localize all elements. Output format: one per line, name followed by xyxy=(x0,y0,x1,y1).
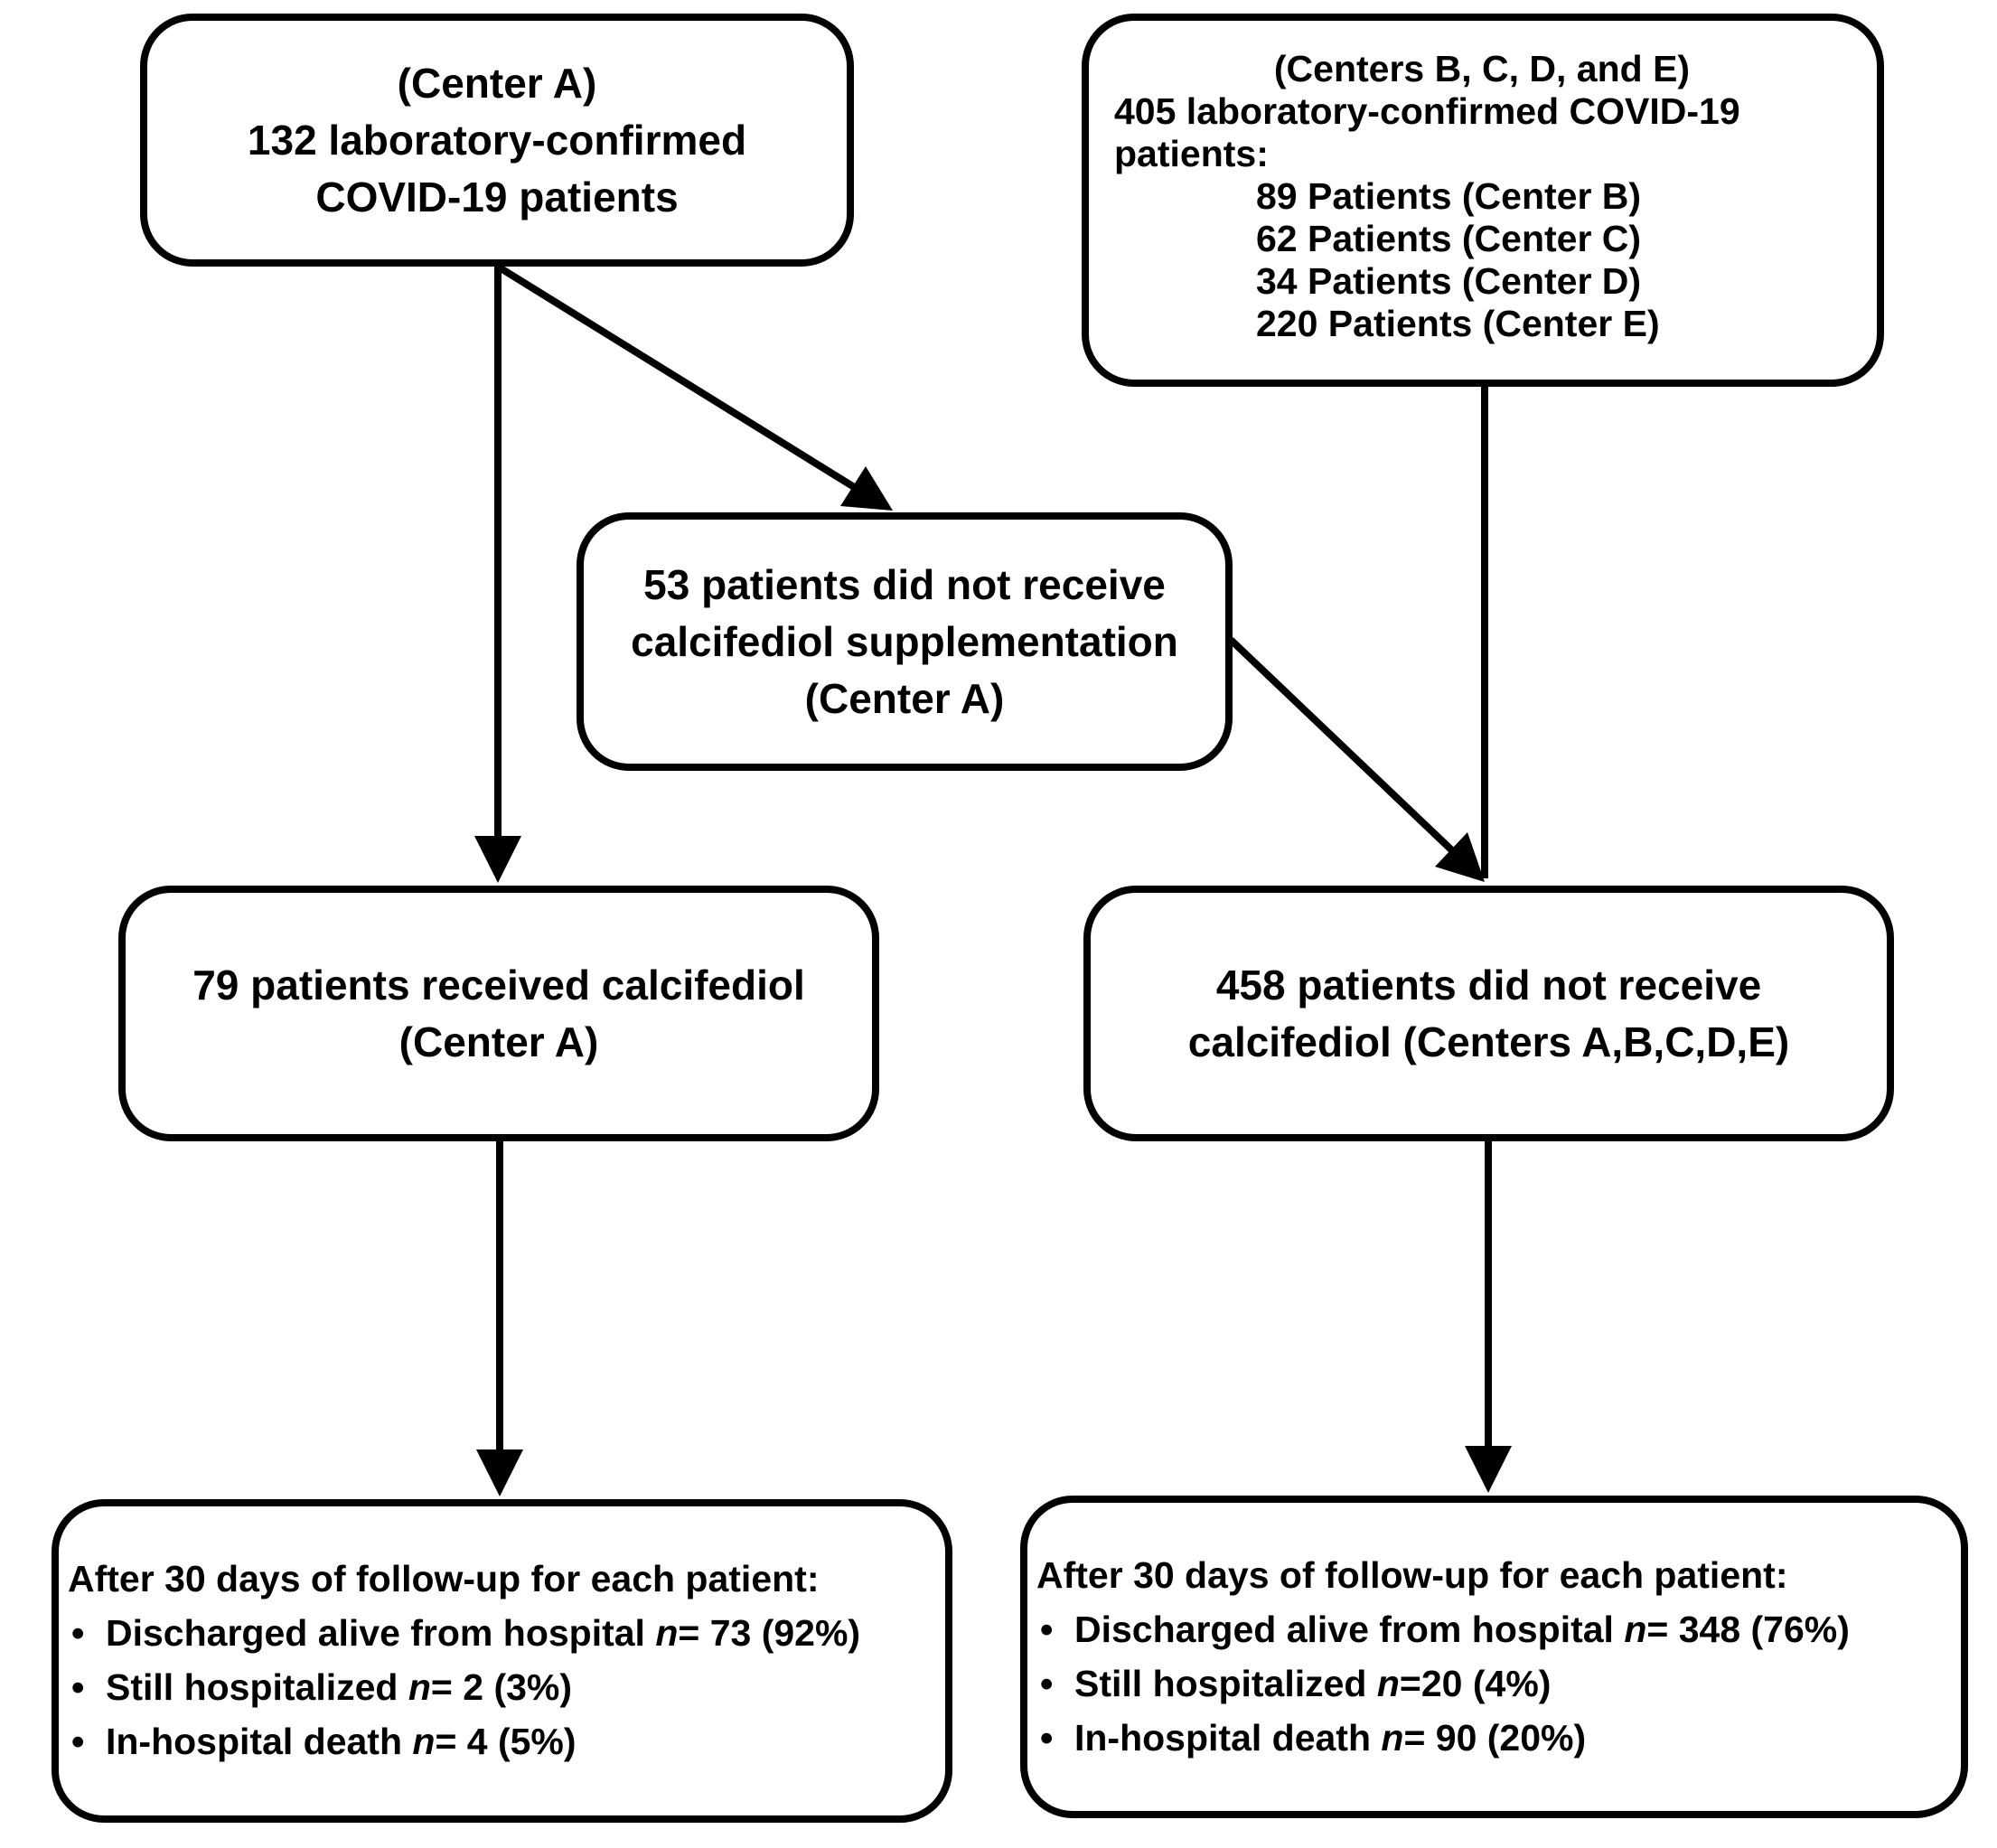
bullet-text-pre: In-hospital death xyxy=(1074,1717,1382,1759)
arrow-center-a-to-nosupp-head xyxy=(840,466,893,511)
box-line: (Center A) xyxy=(804,674,1005,722)
outcome-bullet-item: • In-hospital death n= 4 (5%) xyxy=(68,1714,936,1768)
bullet-text-post: = 73 (92%) xyxy=(678,1612,861,1654)
outcome-bullet-text: In-hospital death n= 4 (5%) xyxy=(106,1714,577,1768)
arrow-nosupp-to-nocalc-line xyxy=(1228,637,1458,856)
box-header: (Centers B, C, D, and E) xyxy=(1273,48,1691,89)
patient-count-line: 62 Patients (Center C) xyxy=(1256,218,1642,259)
bullet-text-pre: In-hospital death xyxy=(106,1721,413,1762)
patient-count-line: 34 Patients (Center D) xyxy=(1256,260,1642,302)
outcome-title: After 30 days of follow-up for each pati… xyxy=(1036,1554,1788,1596)
bullet-n-italic: n xyxy=(412,1721,436,1762)
arrow-center-a-to-received-head xyxy=(474,836,521,883)
outcome-bullet-item: • In-hospital death n= 90 (20%) xyxy=(1036,1711,1952,1765)
bullet-n-italic: n xyxy=(1624,1609,1647,1650)
patient-count-line: 220 Patients (Center E) xyxy=(1256,303,1660,344)
box-outcomes-no-calcifediol: After 30 days of follow-up for each pati… xyxy=(1020,1496,1968,1818)
outcome-bullet-text: Still hospitalized n=20 (4%) xyxy=(1074,1656,1551,1711)
box-line: calcifediol supplementation xyxy=(631,617,1178,665)
bullet-n-italic: n xyxy=(408,1666,431,1708)
bullet-text-post: = 4 (5%) xyxy=(435,1721,577,1762)
box-line: calcifediol (Centers A,B,C,D,E) xyxy=(1187,1018,1790,1065)
box-line: 405 laboratory-confirmed COVID-19 xyxy=(1114,90,1740,132)
bullet-icon: • xyxy=(71,1721,85,1762)
box-line: COVID-19 patients xyxy=(315,173,679,220)
box-no-calcifediol-all-centers: 458 patients did not receive calcifediol… xyxy=(1083,886,1894,1141)
outcome-title: After 30 days of follow-up for each pati… xyxy=(68,1558,820,1599)
bullet-icon: • xyxy=(1040,1663,1054,1704)
box-line: patients: xyxy=(1114,133,1269,174)
box-line: (Center A) xyxy=(398,1018,599,1065)
bullet-text-pre: Discharged alive from hospital xyxy=(106,1612,656,1654)
box-line: 458 patients did not receive xyxy=(1215,961,1762,1008)
arrow-nosupp-to-nocalc-head xyxy=(1435,832,1485,882)
bullet-icon: • xyxy=(71,1612,85,1654)
box-received-calcifediol: 79 patients received calcifediol (Center… xyxy=(118,886,879,1141)
bullet-text-post: = 2 (3%) xyxy=(430,1666,573,1708)
arrow-nocalc-to-outcome-head xyxy=(1465,1446,1512,1493)
outcome-bullet-text: In-hospital death n= 90 (20%) xyxy=(1074,1711,1586,1765)
bullet-n-italic: n xyxy=(1381,1717,1404,1759)
bullet-icon: • xyxy=(1040,1609,1054,1650)
bullet-text-post: = 90 (20%) xyxy=(1403,1717,1587,1759)
outcome-bullet-item: • Still hospitalized n=20 (4%) xyxy=(1036,1656,1952,1711)
box-line: 53 patients did not receive xyxy=(643,560,1166,608)
bullet-icon: • xyxy=(71,1666,85,1708)
bullet-text-post: =20 (4%) xyxy=(1399,1663,1552,1704)
arrow-received-to-outcome-head xyxy=(476,1449,523,1496)
box-center-a-patients: (Center A) 132 laboratory-confirmed COVI… xyxy=(140,14,854,267)
bullet-text-pre: Still hospitalized xyxy=(1074,1663,1377,1704)
box-line: 132 laboratory-confirmed xyxy=(247,116,747,164)
bullet-n-italic: n xyxy=(655,1612,679,1654)
bullet-text-post: = 348 (76%) xyxy=(1646,1609,1850,1650)
outcome-bullet-item: • Discharged alive from hospital n= 73 (… xyxy=(68,1606,936,1660)
outcome-bullet-text: Discharged alive from hospital n= 73 (92… xyxy=(106,1606,860,1660)
outcome-bullet-text: Discharged alive from hospital n= 348 (7… xyxy=(1074,1602,1850,1656)
box-centers-bcde-patients: (Centers B, C, D, and E) 405 laboratory-… xyxy=(1082,14,1884,387)
patient-count-line: 89 Patients (Center B) xyxy=(1256,175,1642,217)
outcome-bullet-item: • Discharged alive from hospital n= 348 … xyxy=(1036,1602,1952,1656)
bullet-icon: • xyxy=(1040,1717,1054,1759)
outcome-bullet-text: Still hospitalized n= 2 (3%) xyxy=(106,1660,572,1714)
bullet-text-pre: Still hospitalized xyxy=(106,1666,408,1708)
bullet-n-italic: n xyxy=(1376,1663,1400,1704)
box-line: 79 patients received calcifediol xyxy=(192,961,805,1008)
arrow-center-a-to-nosupp-line xyxy=(495,263,861,493)
box-no-calcifediol-center-a: 53 patients did not receive calcifediol … xyxy=(577,512,1233,771)
outcome-bullet-item: • Still hospitalized n= 2 (3%) xyxy=(68,1660,936,1714)
bullet-text-pre: Discharged alive from hospital xyxy=(1074,1609,1625,1650)
box-outcomes-calcifediol: After 30 days of follow-up for each pati… xyxy=(52,1499,952,1823)
box-line: (Center A) xyxy=(397,59,597,107)
